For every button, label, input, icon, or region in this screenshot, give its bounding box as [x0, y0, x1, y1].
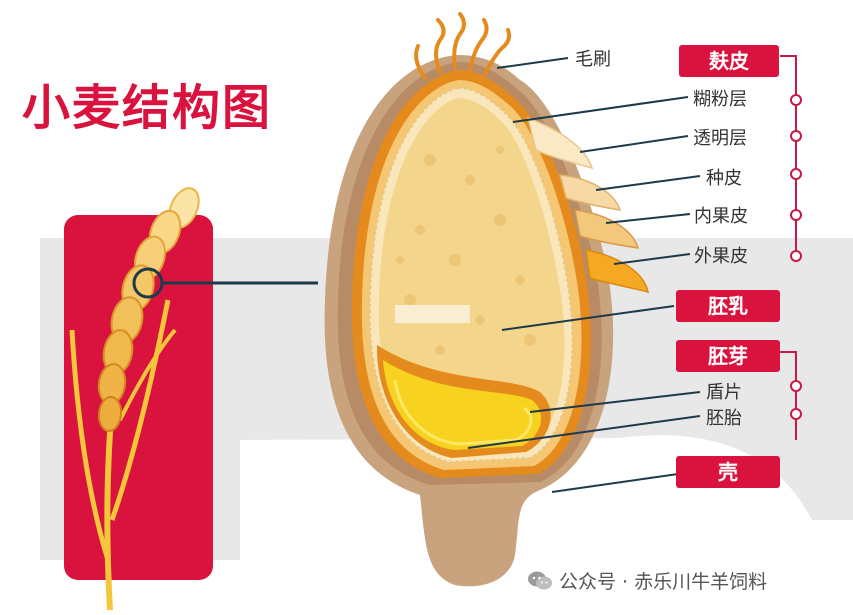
page-title: 小麦结构图 [22, 80, 273, 136]
label-dunpian: 盾片 [706, 382, 742, 403]
wheat-panel [64, 215, 213, 580]
grain-cross-section [324, 12, 649, 587]
leader-lines [467, 57, 701, 493]
label-waiguopi: 外果皮 [694, 246, 748, 267]
tag-fupi: 麸皮 [679, 45, 779, 77]
label-zhongpi: 种皮 [706, 168, 742, 189]
label-neiguopi: 内果皮 [694, 206, 748, 227]
tag-ke: 壳 [676, 456, 780, 488]
wechat-icon [528, 571, 552, 589]
tag-peiya: 胚芽 [676, 340, 780, 372]
label-touming: 透明层 [693, 128, 747, 149]
watermark-text: 公众号 · 赤乐川牛羊饲料 [559, 571, 768, 593]
watermark: 公众号 · 赤乐川牛羊饲料 [527, 567, 767, 594]
label-peitai: 胚胎 [706, 408, 742, 429]
bracket-markers [790, 94, 802, 420]
tag-peiru: 胚乳 [676, 290, 780, 322]
label-hufenceng: 糊粉层 [693, 89, 747, 110]
label-maoshua: 毛刷 [575, 49, 611, 70]
